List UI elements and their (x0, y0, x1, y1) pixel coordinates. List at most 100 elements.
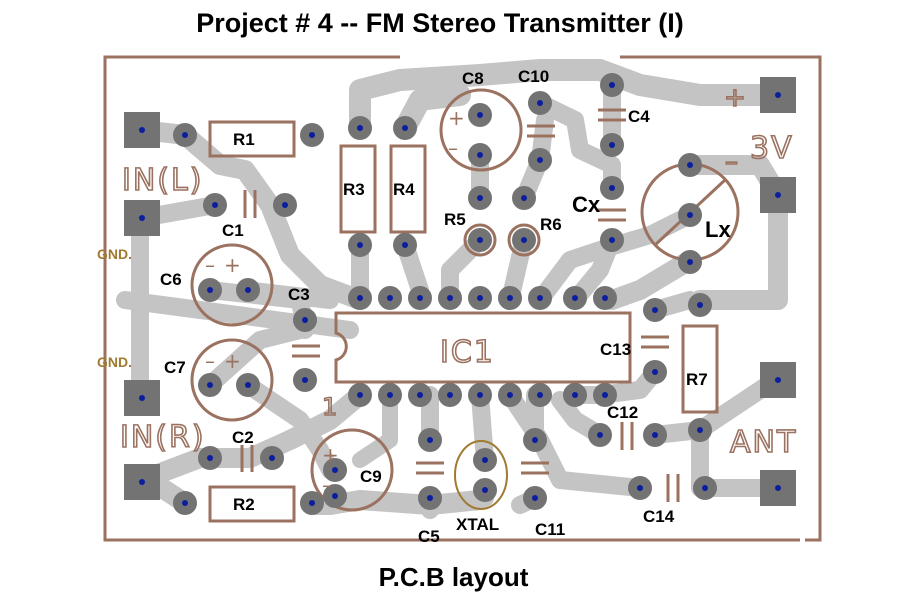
cx-label: Cx (572, 192, 601, 217)
r3-label: R3 (343, 180, 365, 199)
pad-hole-39 (332, 467, 338, 473)
pad-hole-42 (427, 495, 433, 501)
pad-hole-51 (417, 295, 423, 301)
ceramic-cap-symbols (240, 108, 680, 502)
pad-hole-63 (507, 392, 513, 398)
pad-hole-59 (387, 392, 393, 398)
c2-label: C2 (232, 428, 254, 447)
pad-hole-34 (652, 369, 658, 375)
ic1-footprint: IC1 1 (321, 311, 632, 422)
component-pads (173, 73, 717, 515)
board-outline (103, 55, 822, 542)
pad-hole-10 (207, 455, 213, 461)
pad-hole-1 (309, 132, 315, 138)
pad-hole-0 (182, 132, 188, 138)
pad-hole-43 (482, 457, 488, 463)
pad-hole-33 (652, 307, 658, 313)
pad-hole-66 (602, 392, 608, 398)
pad-hole-49 (357, 295, 363, 301)
pad-hole-3 (282, 202, 288, 208)
pad-hole-53 (477, 295, 483, 301)
pad-hole-12 (182, 500, 188, 506)
gnd-top-label: GND. (97, 246, 132, 262)
pad-hole-61 (447, 392, 453, 398)
diagram-title: Project # 4 -- FM Stereo Transmitter (I) (196, 8, 684, 38)
pad-hole-32 (687, 259, 693, 265)
circular-footprints (190, 88, 740, 512)
pad-hole-15 (357, 242, 363, 248)
diagram-caption: P.C.B layout (378, 562, 529, 592)
c6-label: C6 (160, 270, 182, 289)
resistor-bodies (208, 120, 719, 523)
r7-label: R7 (686, 370, 708, 389)
pad-hole-56 (572, 295, 578, 301)
pad-hole-46 (532, 495, 538, 501)
pad-hole-52 (447, 295, 453, 301)
connector-pad-gnd-top-hole (139, 215, 145, 221)
connector-pad-in-right-hole (139, 479, 145, 485)
pad-hole-19 (477, 152, 483, 158)
pad-hole-60 (417, 392, 423, 398)
r5-label: R5 (444, 210, 466, 229)
r1-label: R1 (233, 130, 255, 149)
in-right-label: IN(R) (120, 420, 206, 455)
pad-hole-9 (302, 377, 308, 383)
svg-text:+: + (448, 106, 465, 130)
pad-hole-26 (609, 82, 615, 88)
pad-hole-8 (302, 317, 308, 323)
pad-hole-18 (477, 112, 483, 118)
r4-label: R4 (393, 180, 415, 199)
connector-pad-in-left-hole (139, 127, 145, 133)
c13-label: C13 (600, 340, 631, 359)
pad-hole-24 (537, 100, 543, 106)
pad-hole-55 (537, 295, 543, 301)
c11-label: C11 (535, 520, 565, 539)
connector-pad-gnd-bottom-hole (139, 395, 145, 401)
c3-label: C3 (288, 285, 310, 304)
pad-hole-37 (597, 432, 603, 438)
c12-label: C12 (607, 403, 638, 422)
r2-label: R2 (233, 495, 255, 514)
in-left-label: IN(L) (122, 163, 203, 198)
plus-marker: + (724, 83, 748, 113)
pad-hole-23 (521, 237, 527, 243)
pad-hole-22 (521, 195, 527, 201)
pad-hole-41 (427, 437, 433, 443)
pin1-marker: 1 (322, 393, 339, 421)
c14-label: C14 (643, 507, 675, 526)
pad-hole-17 (402, 242, 408, 248)
pad-hole-29 (609, 237, 615, 243)
pad-hole-14 (357, 125, 363, 131)
pad-hole-38 (652, 432, 658, 438)
svg-text:–: – (205, 253, 215, 277)
svg-text:+: + (224, 253, 241, 277)
svg-text:–: – (322, 473, 332, 497)
pad-hole-2 (212, 202, 218, 208)
antenna-label: ANT (730, 425, 797, 460)
gnd-bottom-label: GND. (97, 354, 132, 370)
trim-ring-1 (507, 223, 541, 257)
pad-hole-40 (332, 493, 338, 499)
svg-text:–: – (448, 136, 458, 160)
pad-hole-57 (602, 295, 608, 301)
pad-hole-65 (572, 392, 578, 398)
pad-hole-7 (245, 382, 251, 388)
pad-hole-20 (477, 195, 483, 201)
c8-label: C8 (462, 69, 484, 88)
c1-label: C1 (222, 221, 244, 240)
pad-hole-30 (687, 162, 693, 168)
pad-hole-35 (697, 302, 703, 308)
c7-label: C7 (164, 358, 186, 377)
pad-hole-11 (269, 455, 275, 461)
pad-hole-62 (477, 392, 483, 398)
pad-hole-27 (609, 142, 615, 148)
pad-hole-4 (207, 287, 213, 293)
pad-hole-64 (537, 392, 543, 398)
c9-label: C9 (360, 467, 382, 486)
pad-hole-45 (532, 437, 538, 443)
c5-label: C5 (418, 527, 440, 546)
polarity-marks: +– +– +– +– (205, 106, 465, 497)
pad-hole-47 (637, 485, 643, 491)
pad-hole-13 (309, 500, 315, 506)
